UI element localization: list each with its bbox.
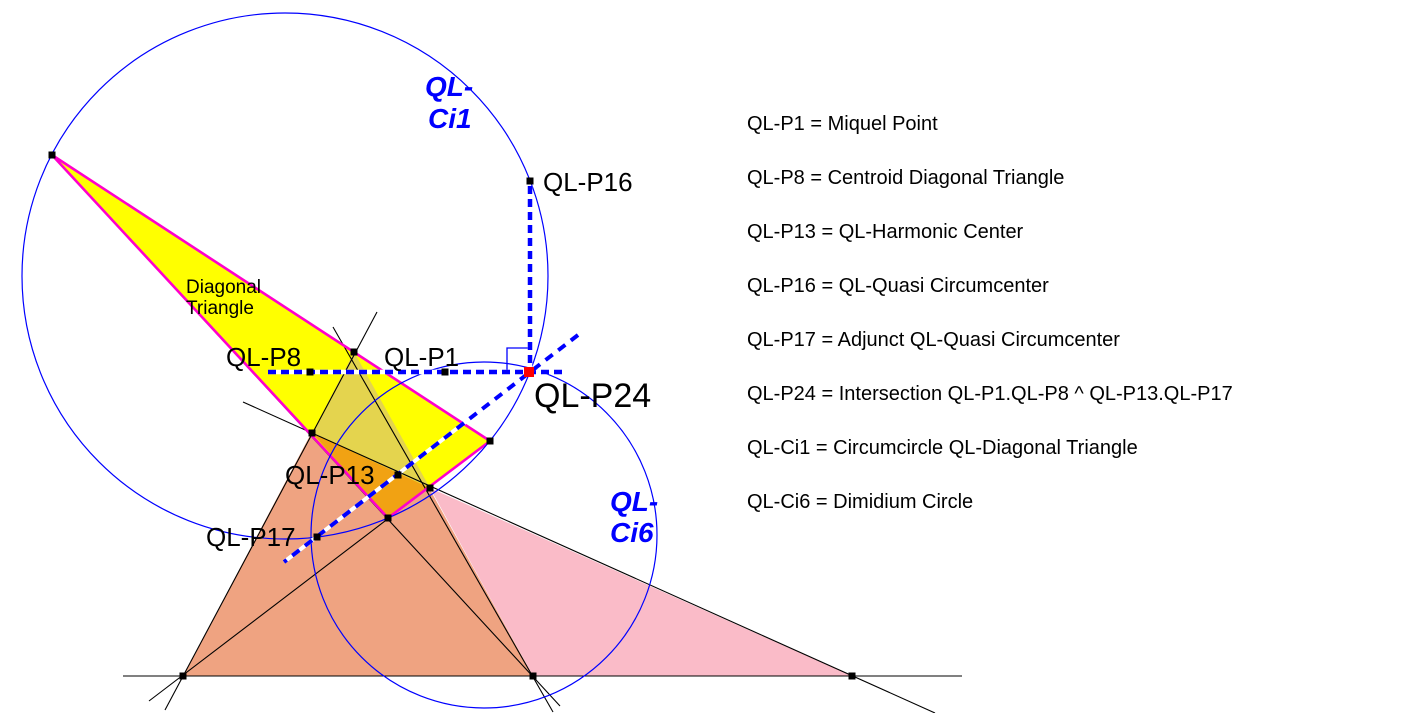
legend-item-ci1: QL-Ci1 = Circumcircle QL-Diagonal Triang…	[747, 437, 1138, 459]
point-quad-vertex-1	[179, 672, 187, 680]
overlap-region-mid	[312, 352, 430, 488]
point-quad-vertex-2	[529, 672, 537, 680]
diagonal-triangle-border	[50, 153, 492, 520]
point-diagonal-triangle-vertex-right	[486, 437, 494, 445]
point-ql-p16	[526, 177, 534, 185]
point-diagonal-triangle-vertex-top	[48, 151, 56, 159]
circle-ci6-label-line1: QL-	[610, 486, 658, 517]
point-ql-p1	[441, 368, 449, 376]
circle-ci1-label-line2: Ci1	[428, 103, 472, 134]
legend-item-p1: QL-P1 = Miquel Point	[747, 113, 938, 135]
legend-item-p16: QL-P16 = QL-Quasi Circumcenter	[747, 275, 1049, 297]
component-triangle-pink	[430, 488, 852, 676]
circle-ci6	[310, 361, 658, 709]
point-ql-p17	[313, 533, 321, 541]
legend: QL-P1 = Miquel Point QL-P8 = Centroid Di…	[747, 113, 1233, 513]
legend-item-p24: QL-P24 = Intersection QL-P1.QL-P8 ^ QL-P…	[747, 383, 1233, 405]
component-triangle-salmon	[183, 352, 533, 676]
label-ql-p8: QL-P8	[226, 342, 301, 372]
point-diagonal-triangle-vertex-bottom	[384, 514, 392, 522]
circle-ci1	[21, 12, 549, 540]
point-quad-vertex-4	[350, 348, 358, 356]
legend-item-ci6: QL-Ci6 = Dimidium Circle	[747, 491, 973, 513]
point-ql-p24	[524, 367, 534, 377]
point-quad-vertex-3	[848, 672, 856, 680]
label-ql-p16: QL-P16	[543, 167, 633, 197]
quad-line-4	[242, 401, 936, 713]
quad-line-2	[164, 311, 378, 711]
diagonal-triangle-label-line2: Triangle	[186, 298, 254, 319]
legend-item-p17: QL-P17 = Adjunct QL-Quasi Circumcenter	[747, 329, 1120, 351]
legend-item-p8: QL-P8 = Centroid Diagonal Triangle	[747, 167, 1064, 189]
diagonal-triangle-label-line1: Diagonal	[186, 277, 261, 298]
point-quad-vertex-5	[308, 429, 316, 437]
diagonal-triangle-fill	[52, 155, 490, 518]
right-angle-marker	[506, 347, 530, 372]
legend-item-p13: QL-P13 = QL-Harmonic Center	[747, 221, 1024, 243]
point-ql-p13	[394, 471, 402, 479]
point-ql-p8	[306, 368, 314, 376]
quad-line-3	[332, 326, 554, 713]
overlap-region-deep	[312, 433, 430, 518]
label-ql-p24: QL-P24	[534, 377, 651, 415]
circle-ci6-label-line2: Ci6	[610, 517, 654, 548]
label-ql-p17: QL-P17	[206, 522, 296, 552]
point-quad-vertex-6	[426, 484, 434, 492]
dashed-line-p13-p17	[282, 333, 580, 564]
label-ql-p13: QL-P13	[285, 460, 375, 490]
label-ql-p1: QL-P1	[384, 342, 459, 372]
circle-ci1-label-line1: QL-	[425, 71, 473, 102]
